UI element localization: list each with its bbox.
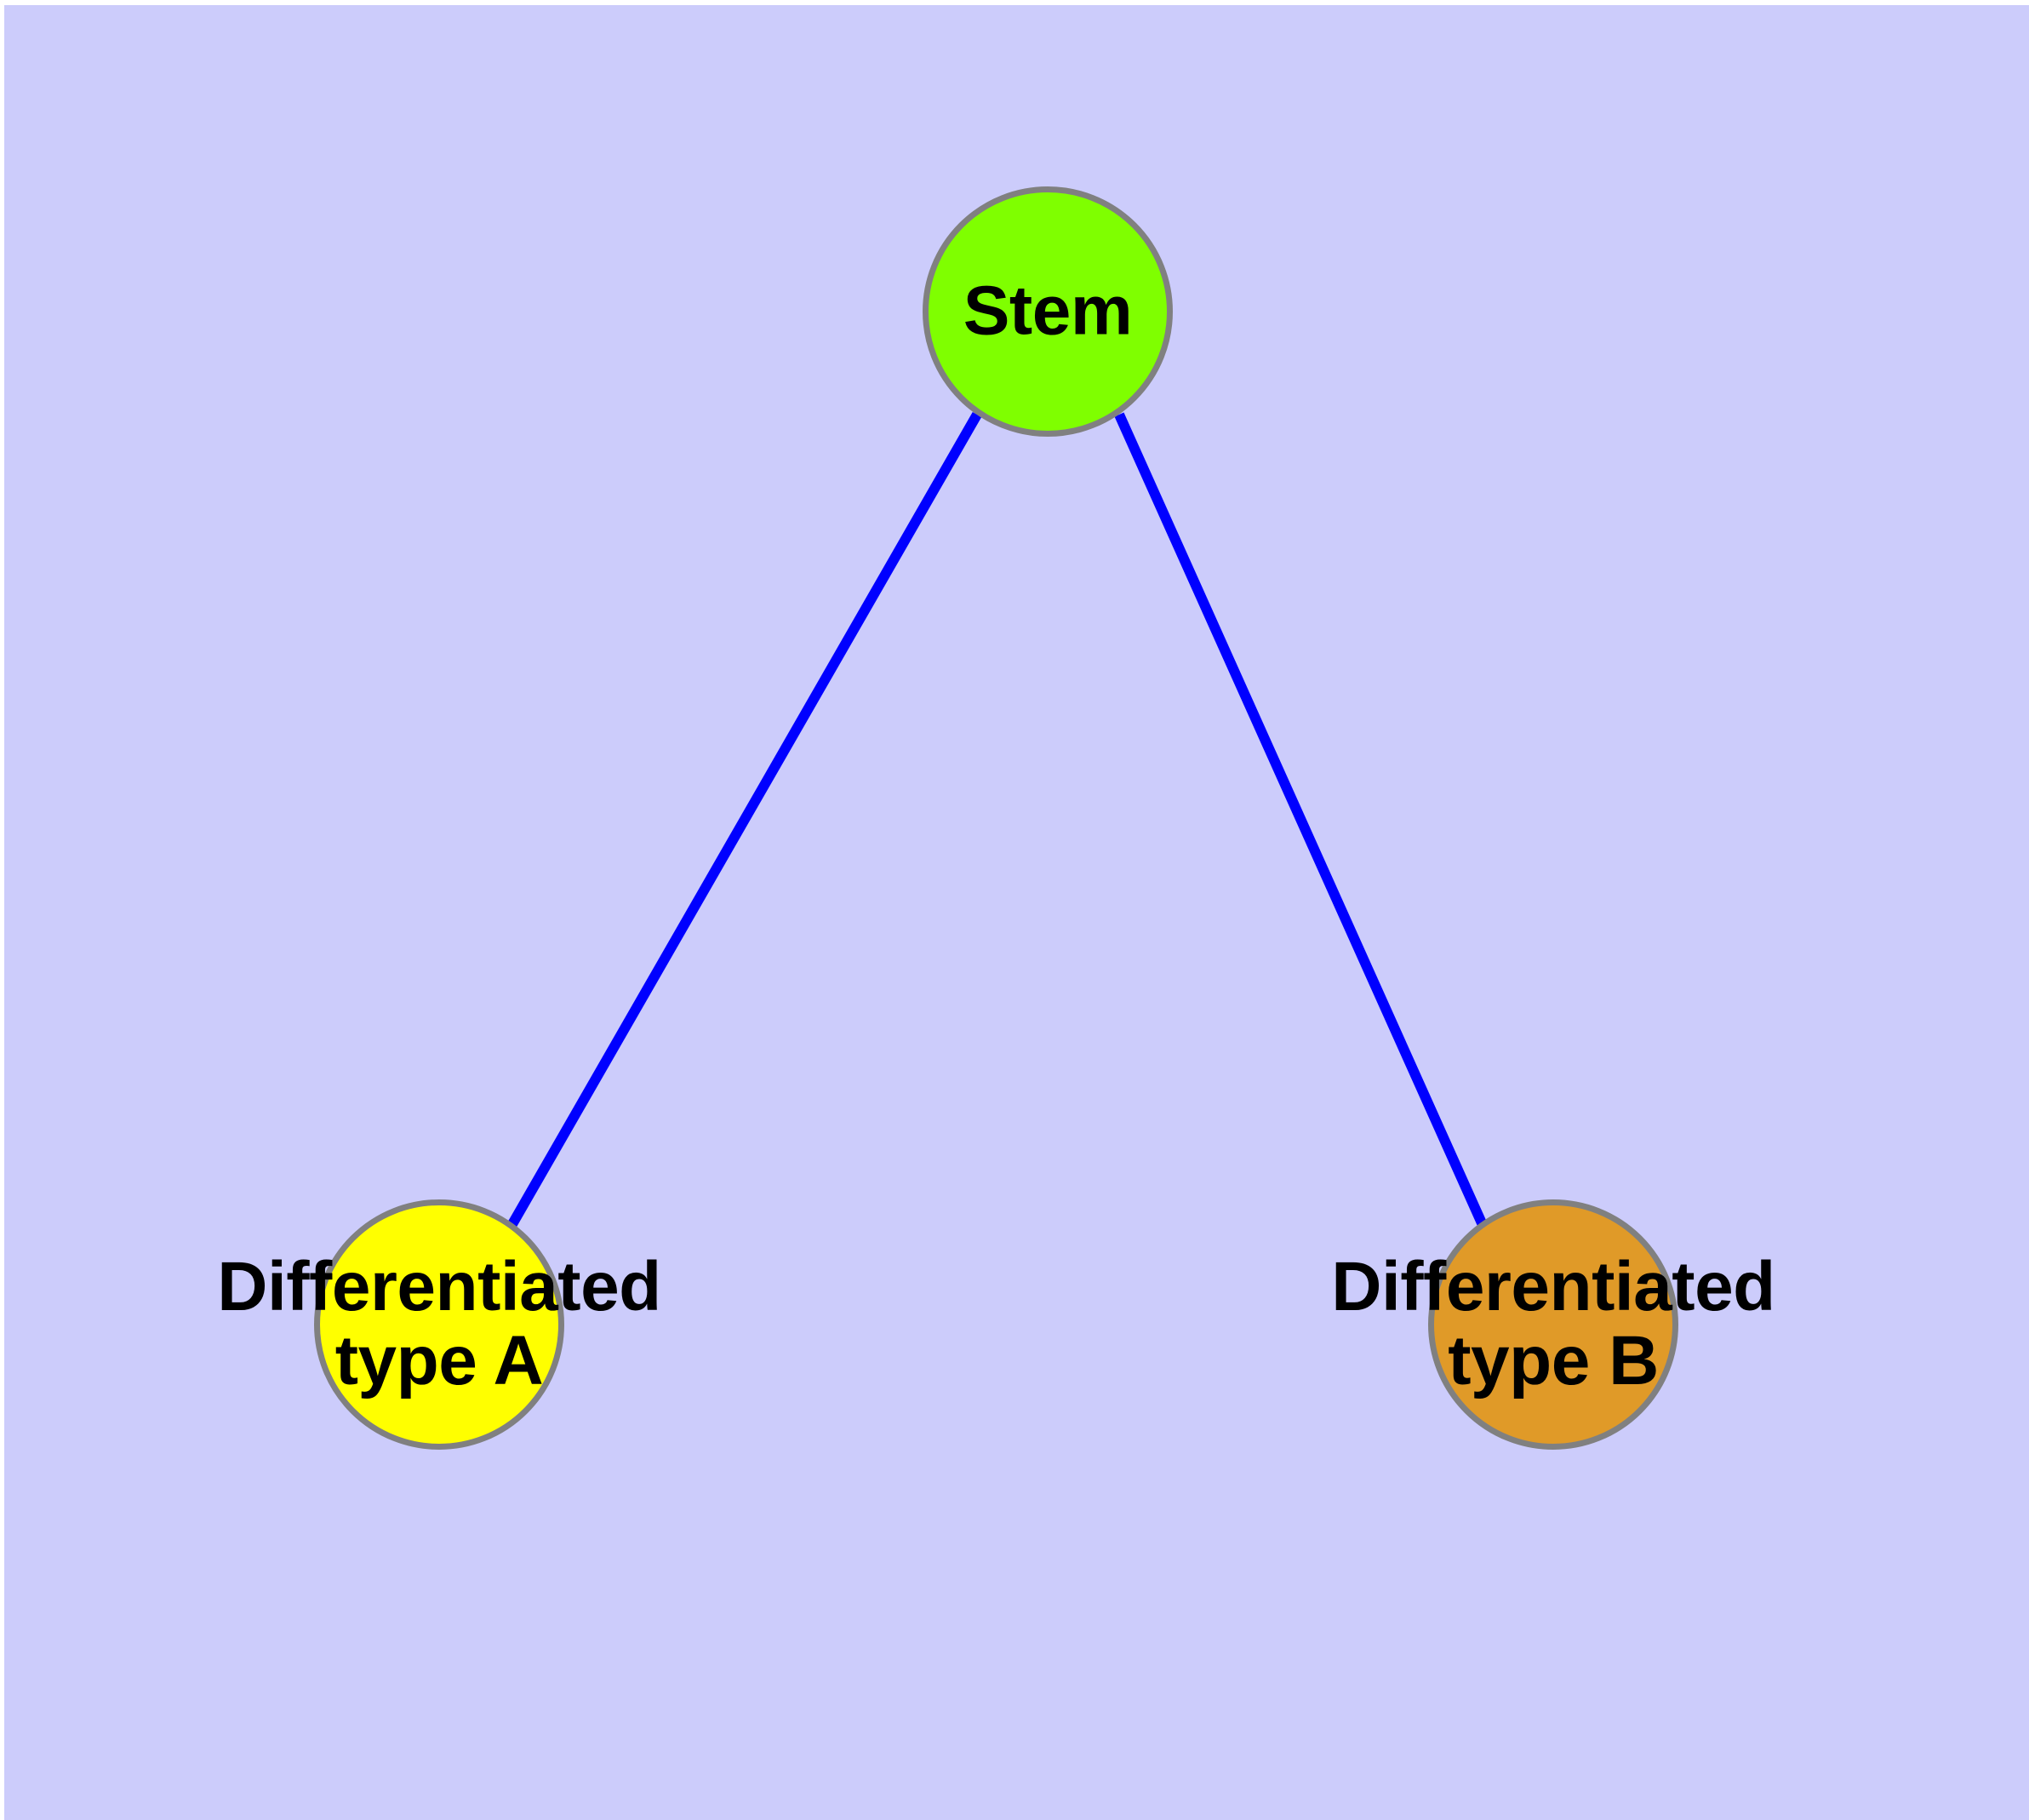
edge-layer (507, 412, 1488, 1228)
edge-stem-to-differentiated-type-b (1114, 412, 1488, 1228)
node-differentiated-type-b[interactable]: Differentiated type B (1331, 1199, 1775, 1450)
diagram-plot-area: Stem Differentiated type A Differentiate… (4, 5, 2029, 1820)
edge-stem-to-differentiated-type-a (507, 412, 982, 1227)
node-differentiated-type-a[interactable]: Differentiated type A (217, 1199, 661, 1450)
node-stem-label: Stem (963, 272, 1133, 350)
node-stem[interactable]: Stem (923, 186, 1173, 437)
